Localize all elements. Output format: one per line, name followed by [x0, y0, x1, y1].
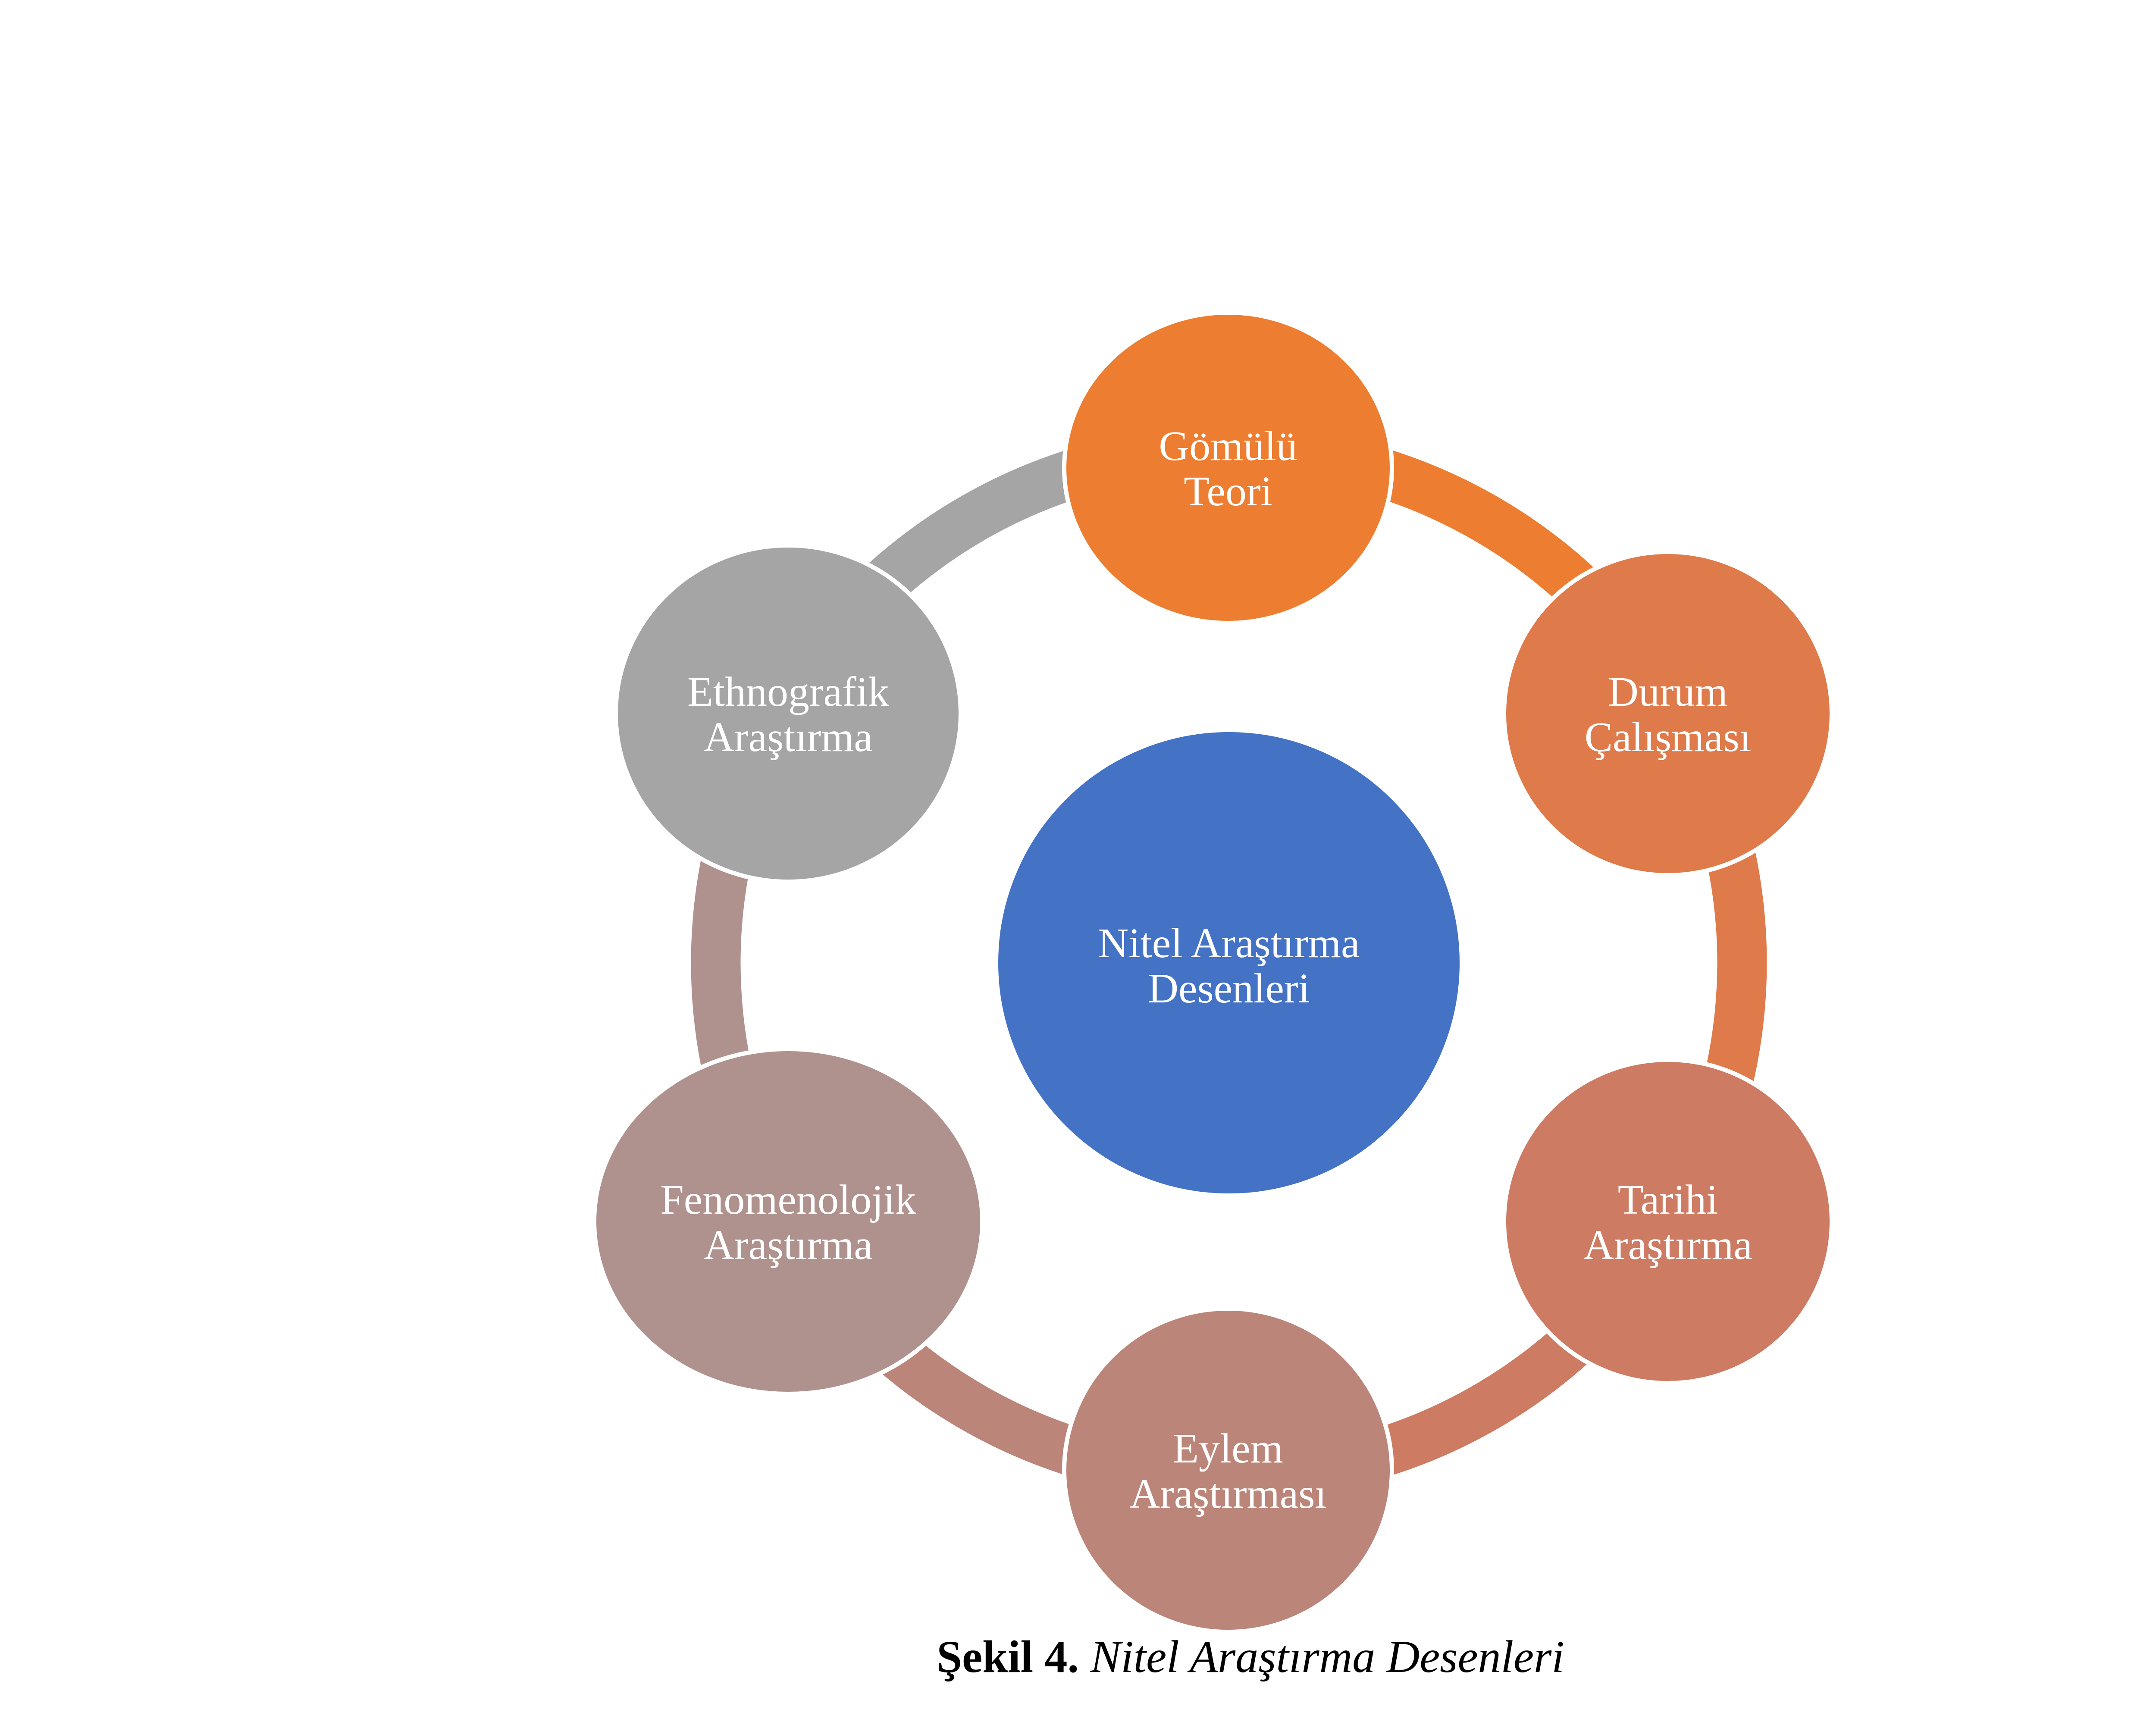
node-circle	[1502, 550, 1834, 877]
node-label-line: Çalışması	[1585, 714, 1752, 761]
node-label-line: Araştırma	[704, 714, 873, 761]
node-circle	[614, 543, 963, 884]
node-label-line: Ethnografik	[687, 669, 889, 715]
node-label-line: Teori	[1184, 468, 1272, 515]
node-circle	[1502, 1058, 1834, 1385]
node-label-line: Durum	[1608, 669, 1728, 715]
node-circle	[1062, 310, 1394, 625]
node-label-line: Araştırma	[1583, 1222, 1752, 1268]
node-circle	[1062, 1306, 1394, 1634]
center-label-line-1: Nitel Araştırma	[1098, 920, 1360, 967]
node-label-line: Araştırma	[704, 1222, 873, 1268]
center-label-line-2: Desenleri	[1148, 965, 1310, 1012]
center-circle	[994, 728, 1464, 1198]
node-label-line: Eylem	[1173, 1425, 1283, 1472]
outer-nodes: GömülüTeoriDurumÇalışmasıTarihiAraştırma…	[592, 310, 1834, 1634]
node-label-line: Araştırması	[1129, 1471, 1326, 1517]
caption-number: Şekil 4.	[937, 1631, 1079, 1682]
center-node: Nitel Araştırma Desenleri	[994, 728, 1464, 1198]
figure-caption: Şekil 4. Nitel Araştırma Desenleri	[604, 1634, 1897, 1680]
node-label-line: Fenomenolojik	[660, 1177, 916, 1223]
node-label-line: Gömülü	[1159, 423, 1297, 470]
caption-title: Nitel Araştırma Desenleri	[1090, 1631, 1564, 1682]
node-circle	[592, 1047, 984, 1396]
node-label-line: Tarihi	[1618, 1177, 1718, 1223]
